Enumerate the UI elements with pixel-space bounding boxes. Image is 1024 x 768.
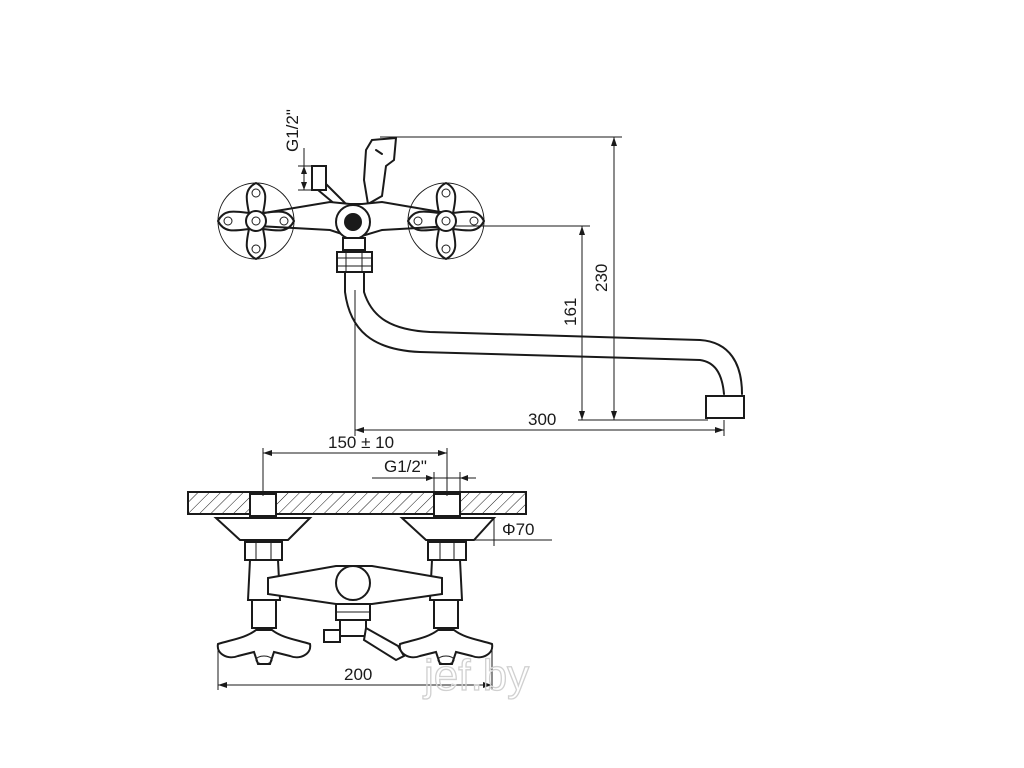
thread-top-label: G1/2" — [283, 109, 302, 152]
left-flange — [213, 517, 313, 541]
thread-nipple-top — [311, 165, 327, 191]
left-wall-inlet — [249, 493, 277, 517]
watermark: jef.by — [422, 651, 529, 700]
faucet-front-view — [213, 517, 497, 665]
front-diverter-knob — [335, 565, 371, 601]
front-dimensions: 150 ± 10 G1/2" Φ70 200 — [217, 433, 552, 690]
center-distance-label: 150 ± 10 — [328, 433, 394, 452]
top-dimensions: G1/2" 230 161 300 — [283, 109, 725, 436]
faucet-top-view — [217, 136, 745, 419]
right-flange — [399, 517, 497, 541]
thread-bottom-label: G1/2" — [384, 457, 427, 476]
left-front-handle — [216, 629, 312, 665]
spout-nut — [336, 251, 373, 273]
wall-section — [187, 491, 527, 517]
right-wall-inlet — [433, 493, 461, 517]
height-spout-label: 161 — [561, 298, 580, 326]
spout — [344, 271, 725, 395]
width-label: 200 — [344, 665, 372, 684]
diverter-outlet — [362, 136, 398, 206]
height-total-label: 230 — [592, 264, 611, 292]
reach-label: 300 — [528, 410, 556, 429]
flange-diameter-label: Φ70 — [502, 520, 534, 539]
spout-aerator — [705, 395, 745, 419]
